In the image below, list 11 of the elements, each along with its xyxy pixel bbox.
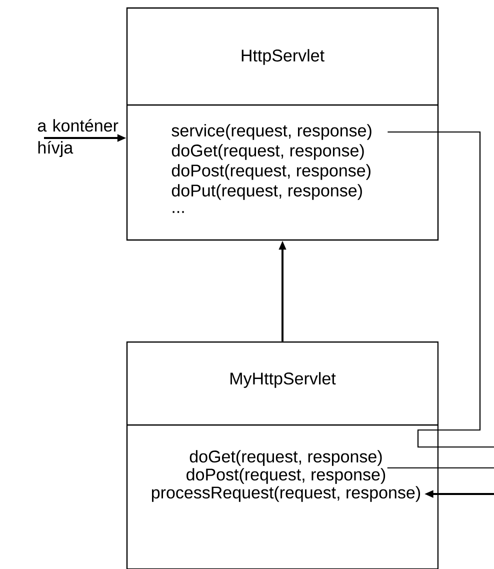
method-label: ... <box>172 211 184 213</box>
method-label: doGet(request, response) <box>190 450 382 466</box>
method-label: service(request, response) <box>172 124 372 140</box>
method-label: doPut(request, response) <box>172 184 362 200</box>
method-label: doPost(request, response) <box>186 468 386 484</box>
connector-line <box>388 131 494 448</box>
method-label: doPost(request, response) <box>172 164 370 180</box>
caller-label: a konténer hívja <box>38 118 118 158</box>
method-label: doGet(request, response) <box>172 144 364 160</box>
connector-line <box>387 467 494 468</box>
method-label: processRequest(request, response) <box>152 486 420 502</box>
